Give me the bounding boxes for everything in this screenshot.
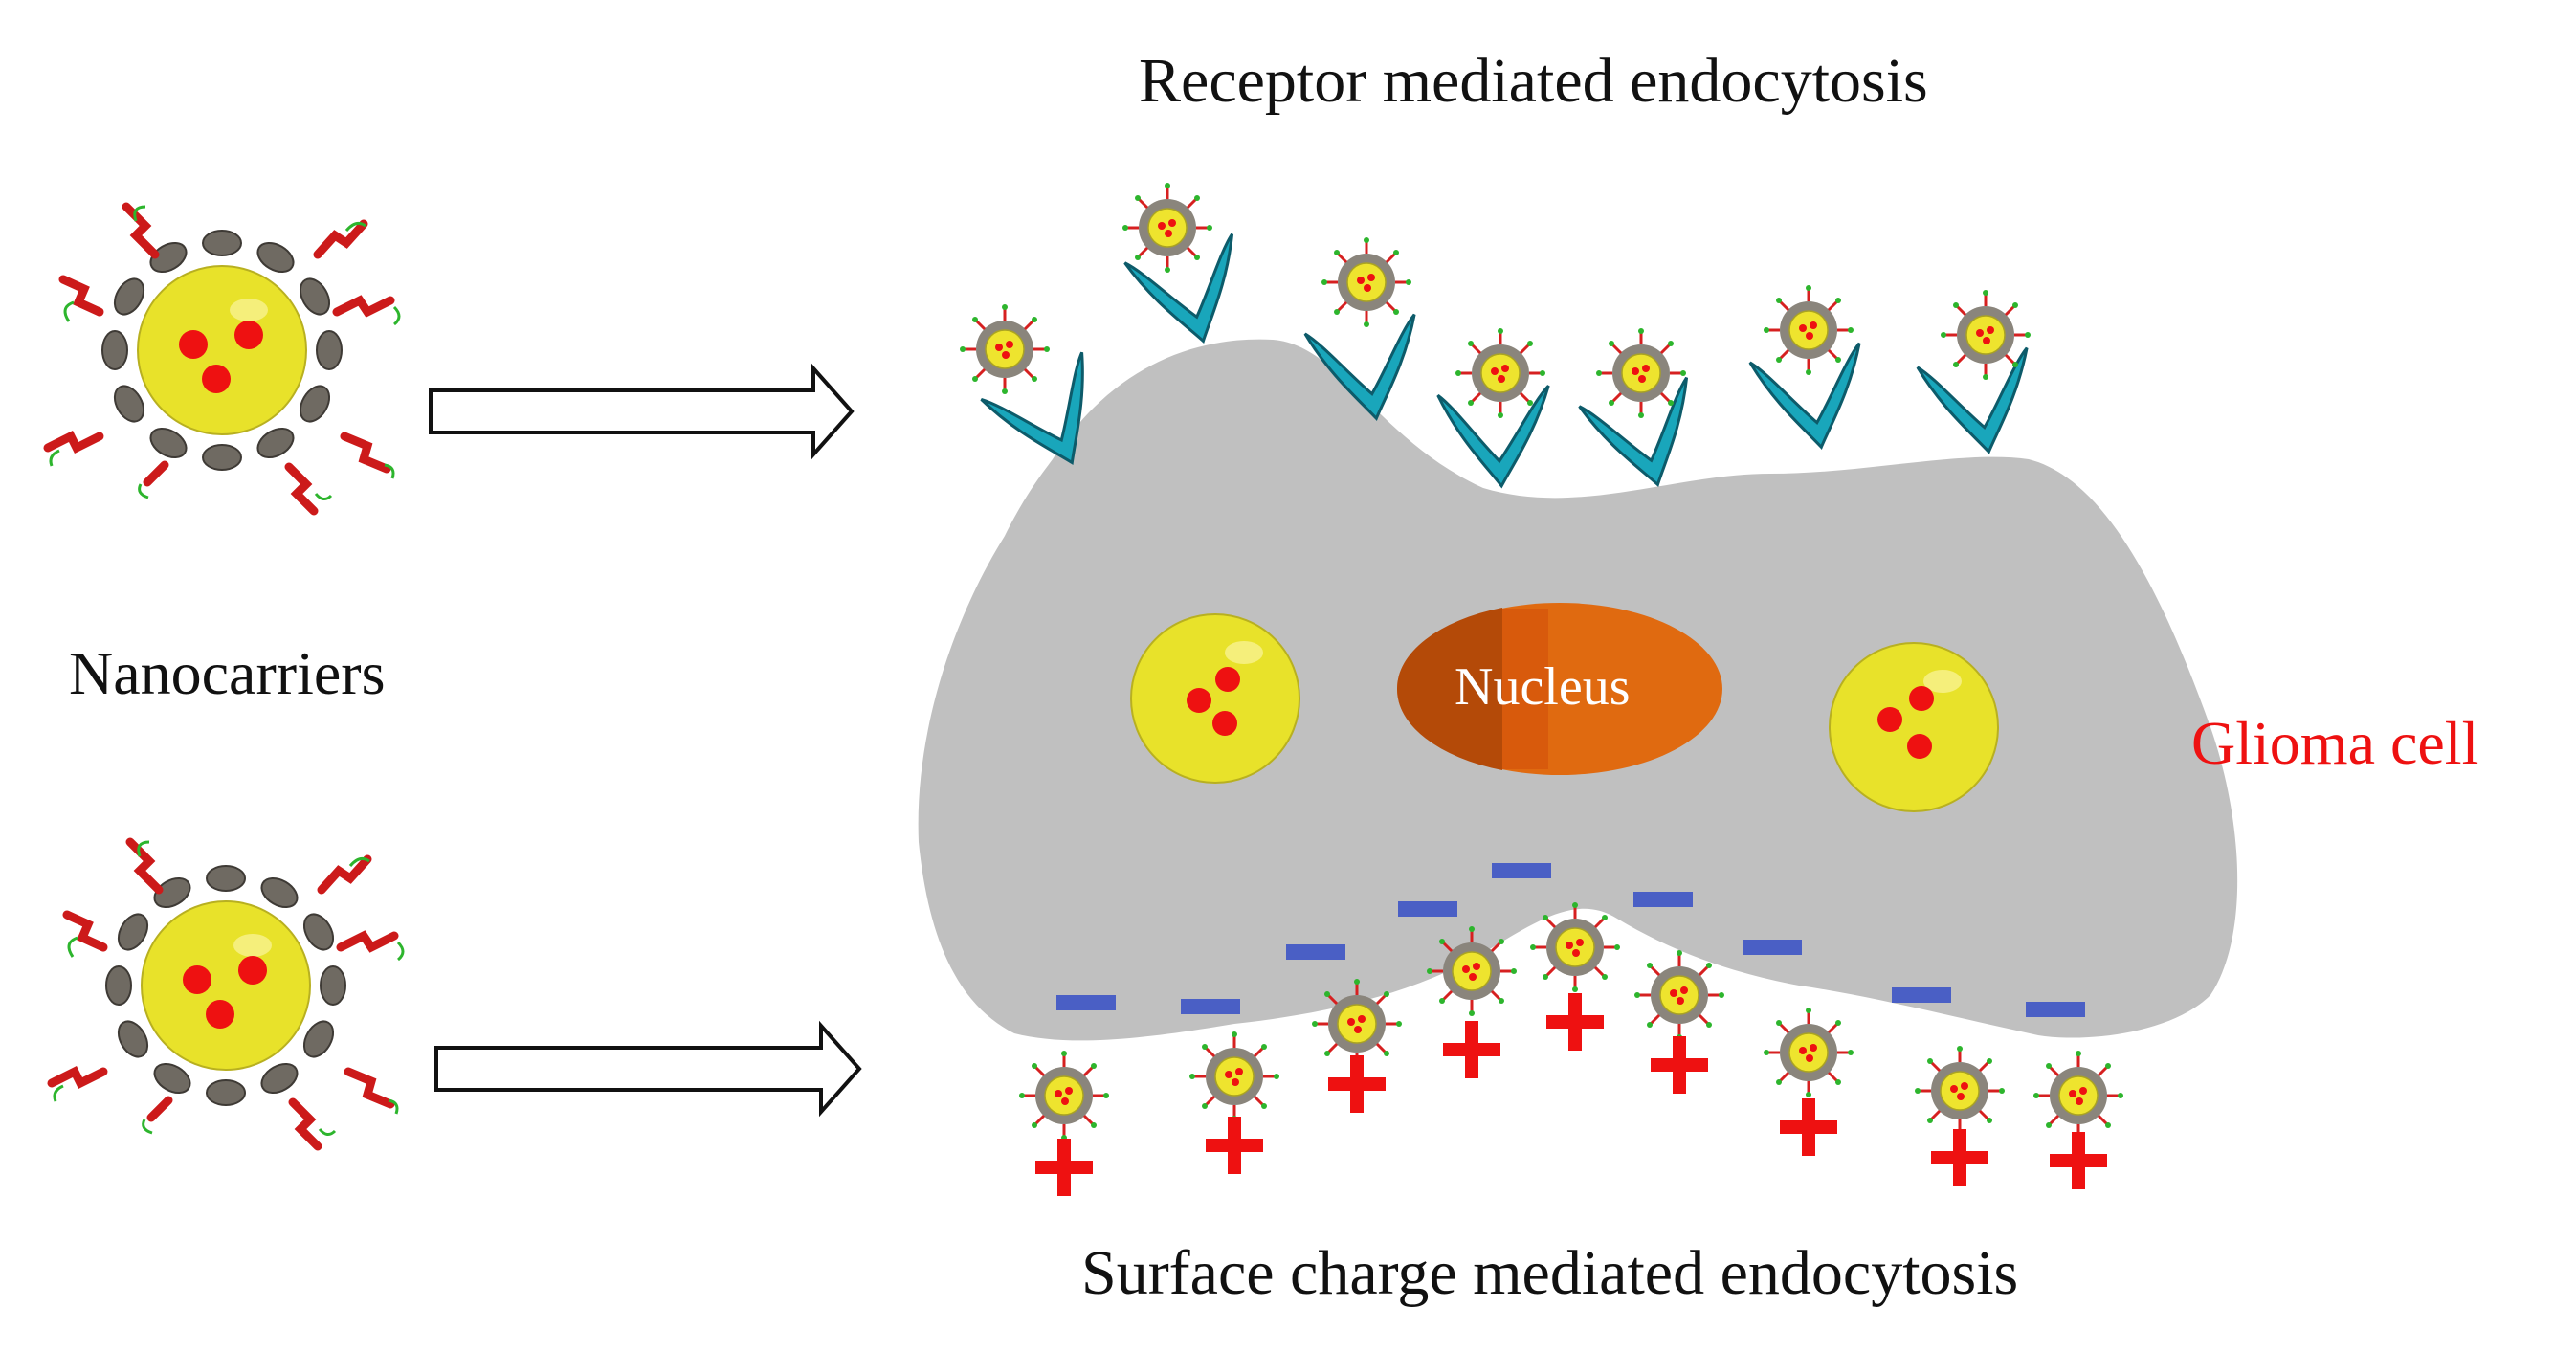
nanocarriers-label: Nanocarriers: [69, 639, 386, 707]
nanocarrier-icon: [43, 202, 401, 516]
internalized-nanoparticle: [1130, 613, 1300, 784]
nucleus: [1396, 603, 1722, 775]
arrow-icon: [434, 1020, 862, 1118]
nanocarrier-icon: [47, 837, 405, 1151]
surface-charge-title: Surface charge mediated endocytosis: [1081, 1238, 2019, 1308]
receptor-title: Receptor mediated endocytosis: [1139, 46, 1928, 116]
receptor-icon: [1121, 181, 1258, 357]
receptor-icon: [1916, 288, 2045, 463]
internalized-nanoparticle: [1829, 642, 1999, 812]
receptor-icon: [1578, 326, 1713, 500]
receptor-icon: [1436, 326, 1559, 493]
arrow-icon: [429, 363, 855, 460]
receptor-icon: [1748, 283, 1877, 458]
glioma-cell-label: Glioma cell: [2191, 709, 2479, 777]
nucleus-label: Nucleus: [1455, 657, 1631, 717]
